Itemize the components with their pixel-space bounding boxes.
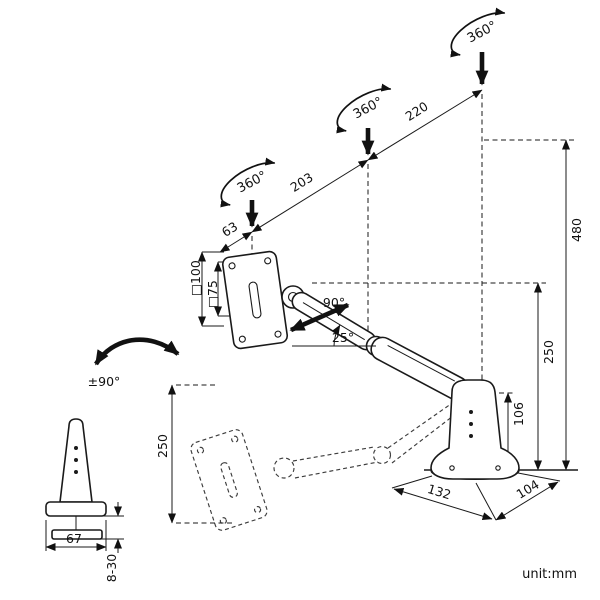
rotation-arrow-icon — [450, 7, 506, 58]
dim-label-104: 104 — [514, 477, 542, 502]
vesa-dimensions: □100 □75 — [188, 251, 232, 327]
angle-label-90: 90° — [323, 295, 345, 310]
grommet-mount: 67 8-30 — [45, 418, 124, 582]
dim-label-vesa100: □100 — [188, 260, 203, 296]
angle-label-25: 25° — [332, 330, 354, 345]
base — [430, 379, 520, 480]
rotation-indicator-base: 360° — [450, 7, 506, 86]
dim-label-250-left: 250 — [155, 434, 170, 458]
dim-label-203: 203 — [288, 170, 316, 195]
dim-label-132: 132 — [426, 481, 453, 502]
dim-label-250-right: 250 — [541, 340, 556, 364]
dim-label-vesa75: □75 — [205, 280, 220, 308]
pan-arrow-icon — [289, 302, 350, 333]
rotation-arrow-icon — [336, 83, 392, 134]
vesa-rotation-annotation: ±90° — [88, 337, 180, 389]
rotation-arrow-icon — [94, 337, 180, 366]
dim-label-67: 67 — [66, 531, 82, 546]
vesa-plate — [221, 250, 289, 350]
dim-label-106: 106 — [511, 402, 526, 426]
rotation-indicator-head: 360° — [220, 157, 276, 228]
unit-label: unit:mm — [522, 567, 577, 582]
rotation-label-vesa: ±90° — [88, 374, 121, 389]
ghost-arm — [190, 398, 467, 531]
dim-label-220: 220 — [403, 98, 431, 123]
drop-range-dimension: 250 — [155, 384, 234, 524]
rotation-indicator-mid: 360° — [336, 83, 392, 156]
dim-label-480: 480 — [569, 218, 584, 242]
base-footprint-dimensions: 132 104 — [391, 472, 561, 521]
dim-label-8-30: 8-30 — [104, 554, 119, 582]
pan-tilt-annotation: 90° 25° — [289, 295, 376, 347]
dim-label-63: 63 — [219, 219, 240, 240]
